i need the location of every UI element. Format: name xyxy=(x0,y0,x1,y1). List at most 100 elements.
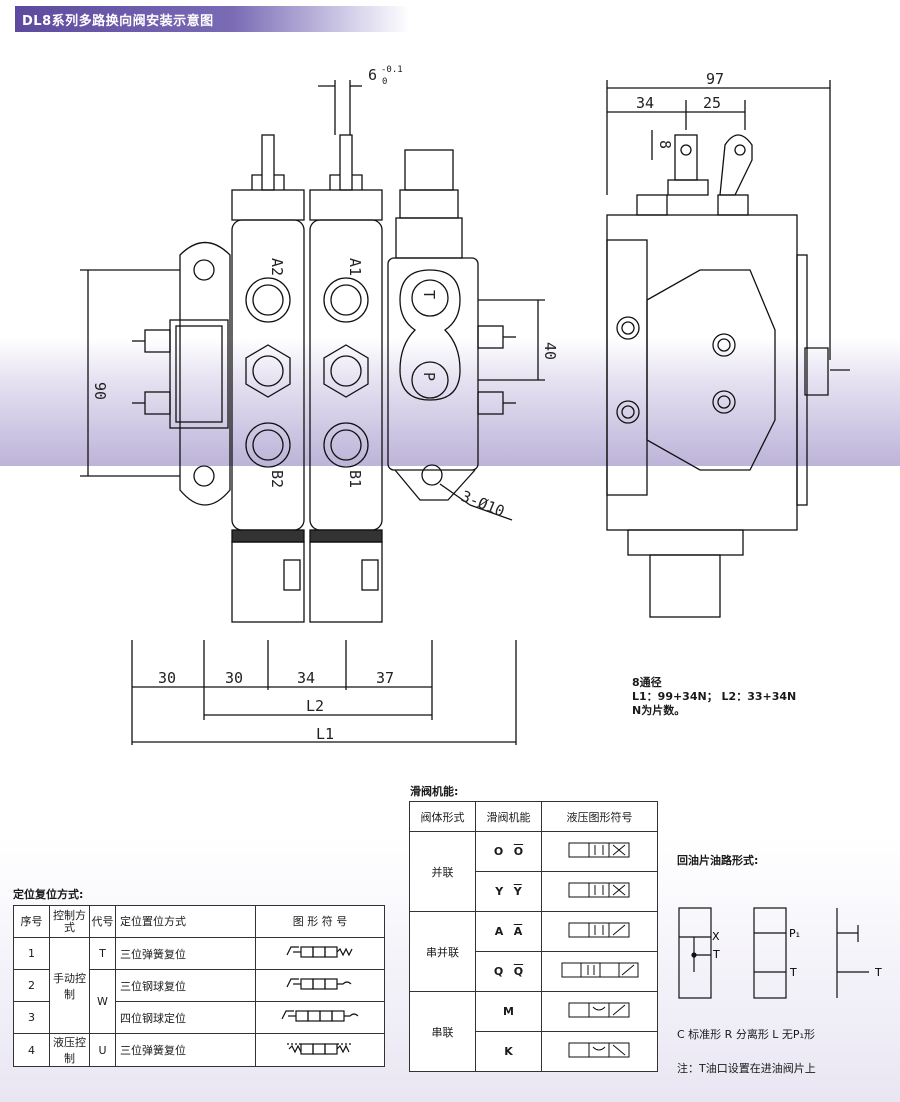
hydraulic-spring-symbol xyxy=(287,1042,353,1055)
table-row: K xyxy=(410,1031,658,1072)
row-no: 4 xyxy=(13,1033,50,1067)
note-line-3: N为片数。 xyxy=(632,704,686,717)
label-x: X xyxy=(712,930,720,943)
table-row: 串联 M xyxy=(409,991,658,1072)
return-types-title: 回油片油路形式: xyxy=(677,854,759,867)
function-letter: A xyxy=(494,925,504,938)
function-letter-bar: Y xyxy=(513,885,522,898)
position-table: 序号 控制方式 代号 定位置位方式 图 形 符 号 1 手动控制 T 三位弹簧复… xyxy=(13,905,385,1067)
port-B2: B2 xyxy=(268,470,286,488)
symbol-cell xyxy=(541,911,658,952)
function-letter-bar: A xyxy=(513,925,523,938)
label-t1: T xyxy=(712,948,720,961)
return-types-footnote: 注：T油口设置在进油阀片上 xyxy=(677,1062,816,1075)
row-desc: 三位弹簧复位 xyxy=(115,937,256,970)
row-no: 2 xyxy=(13,969,50,1002)
dim-90: 90 xyxy=(91,382,109,400)
header-body-type: 阀体形式 xyxy=(409,801,476,832)
table-row: 3 四位钢球定位 xyxy=(13,1001,385,1034)
symbol-cell xyxy=(255,1033,385,1067)
formula-note: 8通径 L1：99+34N； L2：33+34N N为片数。 xyxy=(632,676,796,718)
symbol-cell xyxy=(541,991,658,1032)
row-desc: 三位钢球复位 xyxy=(115,969,256,1002)
group-name: 并联 xyxy=(409,831,476,912)
dim-side-34: 34 xyxy=(636,94,654,112)
symbol-cell xyxy=(541,831,658,872)
table-row: 1 手动控制 T 三位弹簧复位 xyxy=(13,937,385,1034)
valve-symbol xyxy=(568,922,629,938)
port-A2: A2 xyxy=(268,258,286,276)
row-desc: 三位弹簧复位 xyxy=(115,1033,256,1067)
function-letter: M xyxy=(503,1005,514,1018)
port-A1: A1 xyxy=(346,258,364,276)
header-code: 代号 xyxy=(89,905,116,938)
label-t3: T xyxy=(874,966,882,979)
symbol-cell xyxy=(541,871,658,912)
spring-return-symbol xyxy=(286,946,353,958)
valve-symbol xyxy=(561,962,638,978)
function-code: Y Y xyxy=(475,871,542,912)
function-letter: Q xyxy=(493,965,504,978)
group-name: 串并联 xyxy=(409,911,476,992)
title-bar xyxy=(15,6,410,32)
row-code: T xyxy=(89,937,116,970)
dim-bottom-34: 34 xyxy=(297,669,315,687)
header-function: 滑阀机能 xyxy=(475,801,542,832)
row-code: W xyxy=(89,969,116,1034)
header-no: 序号 xyxy=(13,905,50,938)
function-code: M xyxy=(475,991,542,1032)
dim-top-width: 6 xyxy=(368,66,377,84)
dim-side-97: 97 xyxy=(706,70,724,88)
port-T: T xyxy=(420,290,438,299)
return-types-legend: C 标准形 R 分离形 L 无P₁形 xyxy=(677,1028,815,1041)
row-mode: 液压控制 xyxy=(49,1033,90,1067)
header-symbol: 液压图形符号 xyxy=(541,801,658,832)
table-row: 4 液压控制 U 三位弹簧复位 xyxy=(13,1033,385,1067)
table-row: Y Y xyxy=(410,871,658,912)
dim-side-8: 8 xyxy=(656,140,674,149)
label-t2: T xyxy=(789,966,797,979)
row-desc: 四位钢球定位 xyxy=(115,1001,256,1034)
ball-detent-symbol xyxy=(281,1010,359,1022)
row-mode: 手动控制 xyxy=(49,937,90,1034)
function-letter: O xyxy=(493,845,504,858)
return-types-diagram: X T P₁ T T xyxy=(678,907,882,999)
header-desc: 定位置位方式 xyxy=(115,905,256,938)
symbol-cell xyxy=(255,937,385,970)
function-code: Q Q xyxy=(475,951,542,992)
note-line-2: L1：99+34N； L2：33+34N xyxy=(632,690,797,703)
symbol-cell xyxy=(255,969,385,1002)
row-no: 1 xyxy=(13,937,50,970)
slide-function-table: 阀体形式 滑阀机能 液压图形符号 并联 O O Y Y 串并联 A A Q Q … xyxy=(409,801,658,1072)
dim-hole: 3-Ø10 xyxy=(459,487,508,521)
table-row: 并联 O O xyxy=(409,831,658,912)
position-table-title: 定位复位方式: xyxy=(13,888,84,901)
header-symbol: 图 形 符 号 xyxy=(255,905,385,938)
table-header-row: 序号 控制方式 代号 定位置位方式 图 形 符 号 xyxy=(13,905,385,938)
header-mode: 控制方式 xyxy=(49,905,90,938)
function-letter: K xyxy=(504,1045,513,1058)
note-line-1: 8通径 xyxy=(632,676,662,689)
function-letter-bar: O xyxy=(513,845,524,858)
background-band xyxy=(0,338,900,466)
dim-top-tol-upper: -0.1 xyxy=(381,65,403,75)
function-code: K xyxy=(475,1031,542,1072)
table-header-row: 阀体形式 滑阀机能 液压图形符号 xyxy=(409,801,658,832)
row-code: U xyxy=(89,1033,116,1067)
dim-bottom-37: 37 xyxy=(376,669,394,687)
page-title: DL8系列多路换向阀安装示意图 xyxy=(22,14,214,29)
function-code: O O xyxy=(475,831,542,872)
function-letter-bar: Q xyxy=(513,965,524,978)
port-P: P xyxy=(420,372,438,381)
ball-return-symbol xyxy=(286,978,352,990)
dim-bottom-30b: 30 xyxy=(225,669,243,687)
dim-40: 40 xyxy=(541,342,559,360)
row-no: 3 xyxy=(13,1001,50,1034)
symbol-cell xyxy=(541,1031,658,1072)
dim-side-25: 25 xyxy=(703,94,721,112)
symbol-cell xyxy=(541,951,658,992)
label-p1: P₁ xyxy=(789,927,800,940)
valve-symbol xyxy=(568,1042,629,1058)
port-B1: B1 xyxy=(346,470,364,488)
valve-symbol xyxy=(568,882,629,898)
